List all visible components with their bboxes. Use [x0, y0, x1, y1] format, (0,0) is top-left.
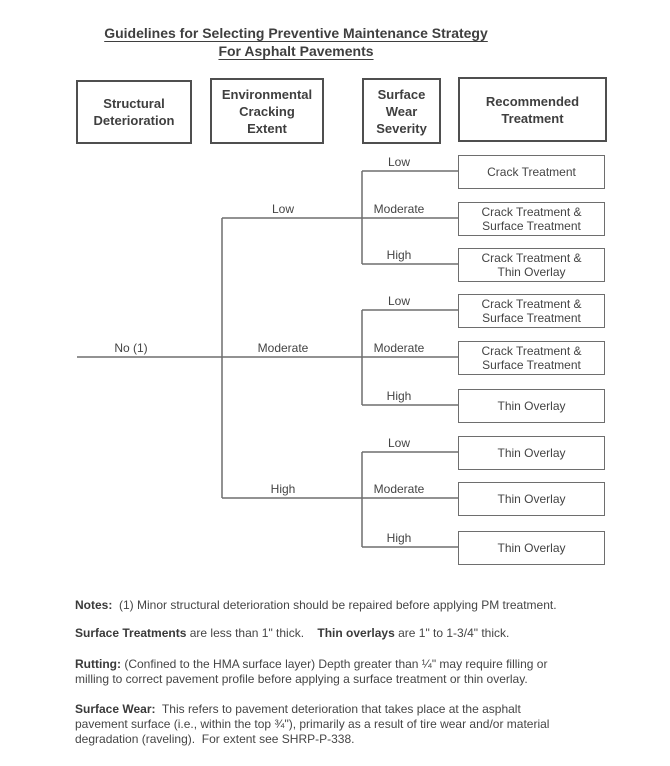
cracking-extent-label-high: High: [270, 482, 296, 496]
note-text: pavement surface (i.e., within the top ¾…: [75, 717, 550, 731]
treatment-label-line: Crack Treatment &: [481, 297, 582, 311]
wear-severity-label-high: High: [386, 389, 412, 403]
header-box-label-line: Surface: [377, 86, 426, 102]
note-line: Surface Wear: This refers to pavement de…: [75, 702, 655, 717]
wear-severity-label-moderate: Moderate: [373, 482, 425, 496]
wear-severity-label-high: High: [386, 248, 412, 262]
header-box-label-line: Deterioration: [93, 113, 175, 128]
note-text: degradation (raveling). For extent see S…: [75, 732, 355, 746]
note-text: are 1" to 1-3/4" thick.: [394, 626, 510, 640]
header-box-label-line: Environmental: [221, 86, 313, 102]
note-line: milling to correct pavement profile befo…: [75, 672, 655, 687]
note-lead-bold: Thin overlays: [317, 626, 395, 640]
header-box-label-line: Extent: [247, 120, 287, 136]
note-lead-bold: Surface Treatments: [75, 626, 187, 640]
note-paragraph: Surface Wear: This refers to pavement de…: [75, 702, 655, 747]
wear-severity-label-moderate: Moderate: [373, 341, 425, 355]
treatment-label-line: Crack Treatment &: [481, 205, 582, 219]
root-branch-label: No (1): [114, 341, 148, 355]
treatment-box: Thin Overlay: [458, 436, 605, 470]
treatment-label-line: Thin Overlay: [497, 399, 566, 413]
note-text: are less than 1" thick.: [186, 626, 318, 640]
note-line: degradation (raveling). For extent see S…: [75, 732, 655, 747]
note-text: milling to correct pavement profile befo…: [75, 672, 528, 686]
note-line: pavement surface (i.e., within the top ¾…: [75, 717, 655, 732]
treatment-box: Crack Treatment &Surface Treatment: [458, 294, 605, 328]
wear-severity-label-low: Low: [387, 436, 411, 450]
treatment-box: Thin Overlay: [458, 389, 605, 423]
treatment-label-line: Crack Treatment &: [481, 344, 582, 358]
note-lead-bold: Surface Wear:: [75, 702, 156, 716]
treatment-label-line: Crack Treatment: [487, 165, 576, 179]
note-paragraph: Surface Treatments are less than 1" thic…: [75, 626, 655, 641]
wear-severity-label-high: High: [386, 531, 412, 545]
header-box-label-line: Wear: [385, 103, 418, 119]
treatment-box: Crack Treatment &Thin Overlay: [458, 248, 605, 282]
treatment-box: Thin Overlay: [458, 482, 605, 516]
treatment-label-line: Thin Overlay: [497, 446, 566, 460]
wear-severity-label-low: Low: [387, 294, 411, 308]
note-text: (Confined to the HMA surface layer) Dept…: [120, 657, 548, 671]
header-box-label-line: Severity: [376, 120, 427, 136]
note-line: Surface Treatments are less than 1" thic…: [75, 626, 655, 641]
note-line: Rutting: (Confined to the HMA surface la…: [75, 657, 655, 672]
treatment-label-line: Crack Treatment &: [481, 251, 582, 265]
note-lead-bold: Rutting:: [75, 657, 121, 671]
treatment-label-line: Thin Overlay: [497, 265, 566, 279]
treatment-label-line: Thin Overlay: [497, 492, 566, 506]
note-paragraph: Notes: (1) Minor structural deterioratio…: [75, 598, 655, 613]
wear-severity-label-low: Low: [387, 155, 411, 169]
note-text: (1) Minor structural deterioration shoul…: [112, 598, 557, 612]
wear-severity-label-moderate: Moderate: [373, 202, 425, 216]
note-lead-bold: Notes:: [75, 598, 113, 612]
page-title-line-1: Guidelines for Selecting Preventive Main…: [104, 25, 488, 41]
treatment-box: Thin Overlay: [458, 531, 605, 565]
header-box-label-line: Cracking: [239, 103, 295, 119]
treatment-label-line: Thin Overlay: [497, 541, 566, 555]
treatment-label-line: Surface Treatment: [482, 219, 581, 233]
header-box-label-line: Structural: [103, 96, 165, 111]
note-text: This refers to pavement deterioration th…: [155, 702, 521, 716]
header-box-label-line: Recommended: [485, 93, 580, 109]
note-paragraph: Rutting: (Confined to the HMA surface la…: [75, 657, 655, 687]
treatment-box: Crack Treatment &Surface Treatment: [458, 202, 605, 236]
treatment-label-line: Surface Treatment: [482, 311, 581, 325]
treatment-box: Crack Treatment: [458, 155, 605, 189]
page-title-line-2: For Asphalt Pavements: [218, 43, 374, 59]
cracking-extent-label-moderate: Moderate: [257, 341, 309, 355]
treatment-box: Crack Treatment &Surface Treatment: [458, 341, 605, 375]
page-title: Guidelines for Selecting Preventive Main…: [0, 24, 592, 60]
cracking-extent-label-low: Low: [271, 202, 295, 216]
treatment-label-line: Surface Treatment: [482, 358, 581, 372]
note-line: Notes: (1) Minor structural deterioratio…: [75, 598, 655, 613]
header-box-label-line: Treatment: [501, 110, 564, 126]
